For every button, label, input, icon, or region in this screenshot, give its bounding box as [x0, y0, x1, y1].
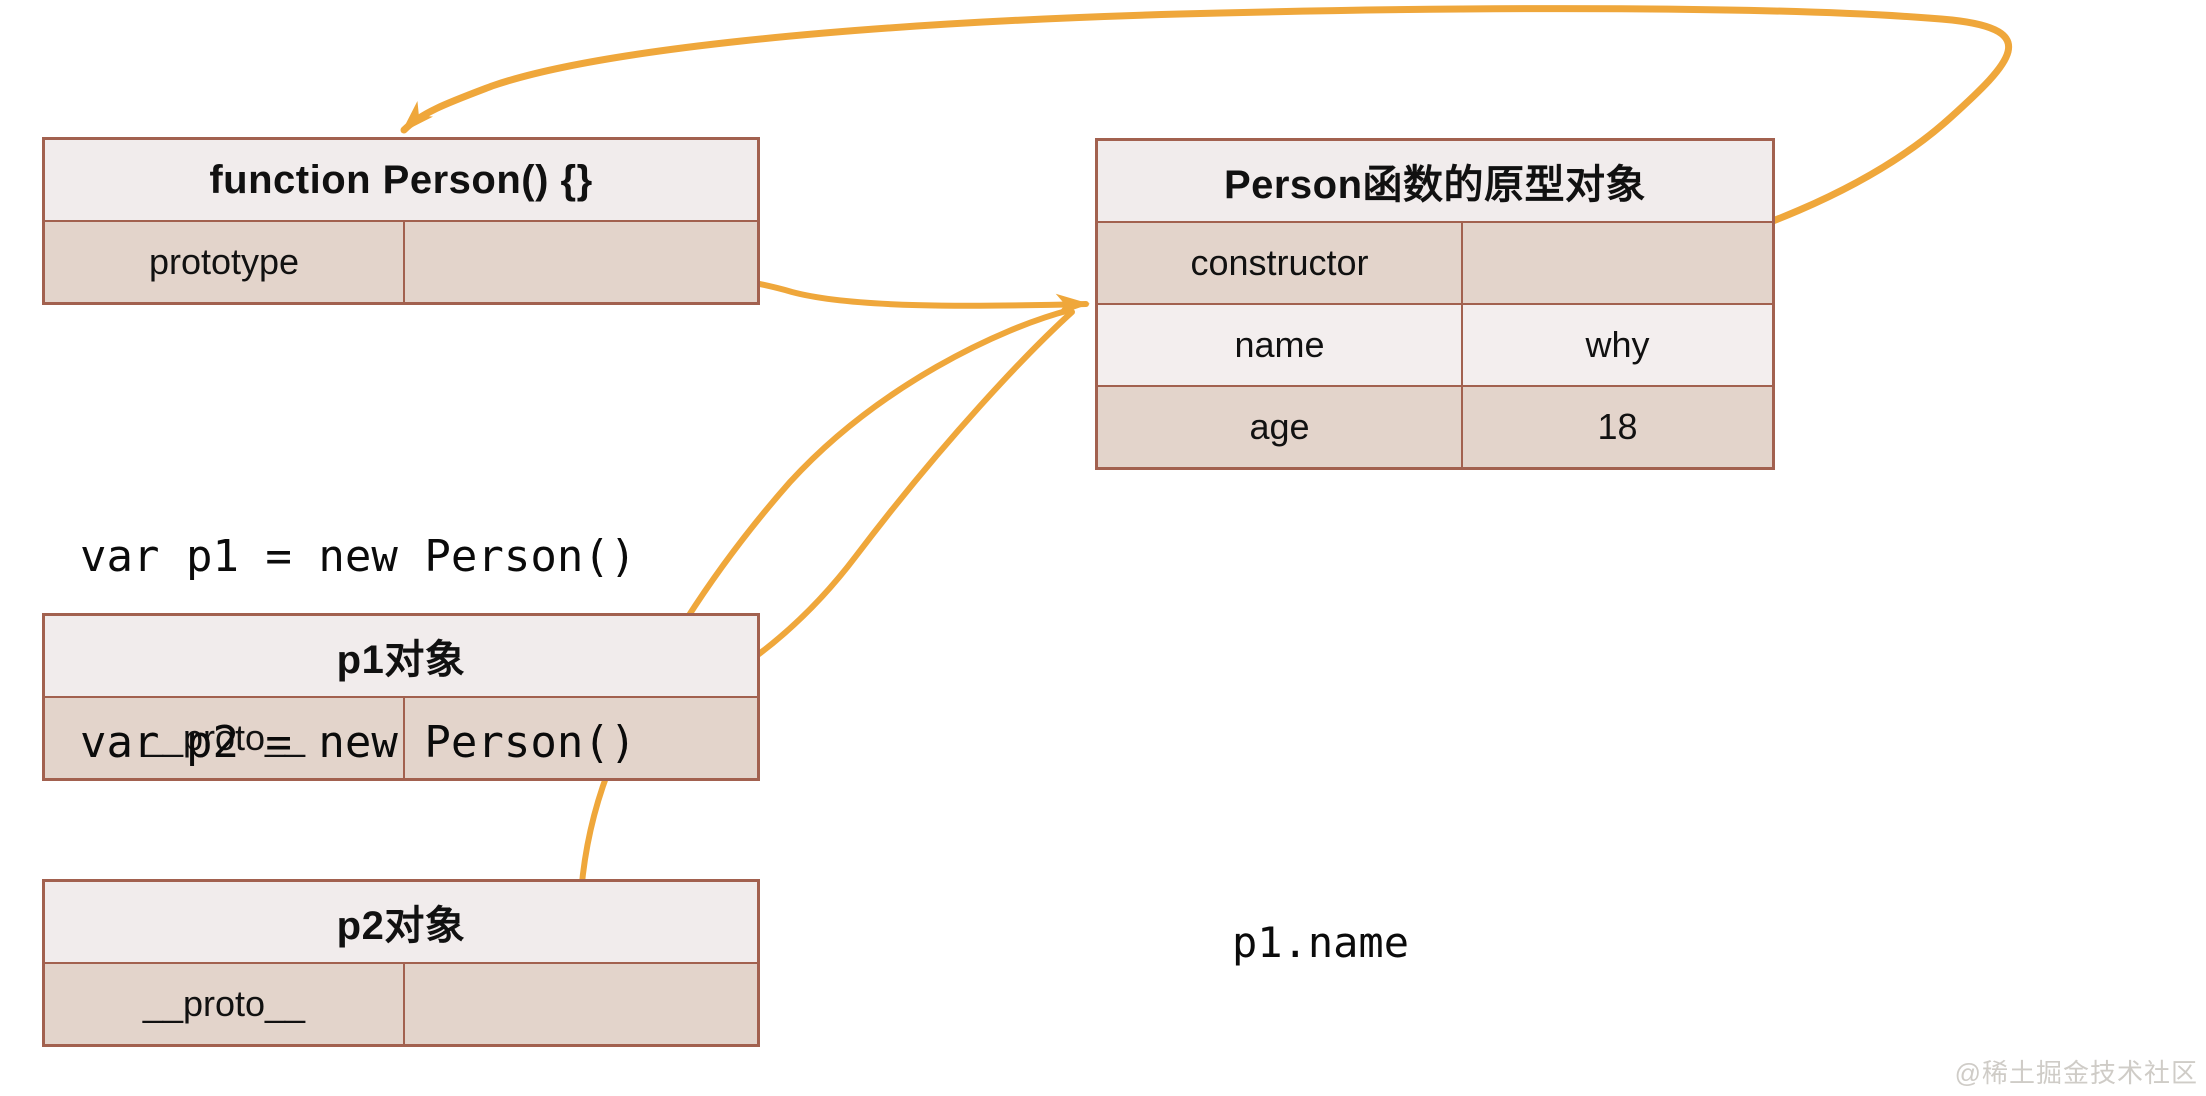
person-prototype-box: Person函数的原型对象 constructor name why age 1…	[1095, 138, 1775, 470]
property-access-snippet: p1.name p1.age	[1232, 788, 1409, 1096]
new-person-code-snippet: var p1 = new Person() var p2 = new Perso…	[80, 402, 636, 898]
p2-proto-row: __proto__	[45, 962, 757, 1044]
age-row-value: 18	[1597, 406, 1638, 447]
function-person-box-title: function Person() {}	[45, 140, 757, 220]
function-person-box: function Person() {} prototype	[42, 137, 760, 305]
p1-proto-row: __proto__	[45, 696, 757, 778]
code-line-p1-name: p1.name	[1232, 918, 1410, 967]
constructor-row-key: constructor	[1098, 223, 1463, 303]
constructor-row-value	[1463, 223, 1772, 303]
name-row-value: why	[1585, 324, 1650, 365]
p2-object-box: p2对象 __proto__	[42, 879, 760, 1047]
p1-proto-row-key: __proto__	[45, 698, 405, 778]
age-row: age 18	[1098, 385, 1772, 467]
prototype-row-value	[405, 222, 757, 302]
prototype-row-key: prototype	[45, 222, 405, 302]
p2-proto-row-value	[405, 964, 757, 1044]
p1-object-box: p1对象 __proto__	[42, 613, 760, 781]
prototype-row: prototype	[45, 220, 757, 302]
watermark: @稀土掘金技术社区	[1954, 1058, 2198, 1088]
code-line-var-p2: var p2 = new Person()	[80, 717, 637, 768]
p1-object-box-title: p1对象	[45, 616, 757, 696]
p2-proto-row-key: __proto__	[45, 964, 405, 1044]
name-row: name why	[1098, 303, 1772, 385]
name-row-key: name	[1098, 305, 1463, 385]
person-prototype-box-title: Person函数的原型对象	[1098, 141, 1772, 221]
constructor-row: constructor	[1098, 221, 1772, 303]
p2-object-box-title: p2对象	[45, 882, 757, 962]
code-line-var-p1: var p1 = new Person()	[80, 531, 637, 582]
age-row-key: age	[1098, 387, 1463, 467]
